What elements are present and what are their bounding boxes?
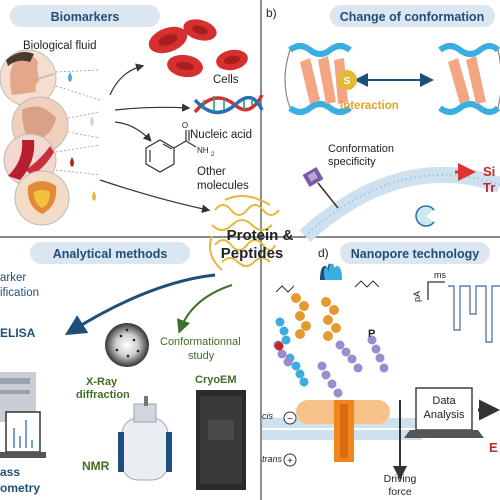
- data-analysis-laptop-icon: [404, 387, 484, 438]
- other-molecules-label-2: molecules: [197, 180, 249, 192]
- conformational-study-label-1: Conformationnal: [160, 336, 241, 348]
- center-title-line-1: Protein &: [227, 227, 294, 244]
- molecule-structure-icon: [145, 130, 197, 173]
- analytical-title: Analytical methods: [53, 247, 168, 261]
- blood-drop-icon: [70, 157, 74, 167]
- cis-electrode-icon: [283, 411, 297, 425]
- plus-sign: +: [287, 456, 293, 467]
- cryoem-microscope-icon: [196, 390, 246, 490]
- mass-spec-label-2: ometry: [0, 481, 40, 495]
- xray-diffraction-pattern-icon: [105, 323, 149, 367]
- conformational-arrow: [176, 284, 233, 334]
- gloved-hands-icon: [320, 263, 342, 280]
- current-axis-label: pA: [412, 291, 422, 302]
- ligand-s-label: S: [344, 76, 351, 87]
- driving-force-label-1: Driving: [384, 473, 417, 485]
- biological-fluid-label: Biological fluid: [23, 40, 97, 52]
- oxygen-atom-label: O: [182, 121, 188, 130]
- current-trace: [448, 285, 500, 343]
- biomarkers-title: Biomarkers: [51, 10, 120, 24]
- nanopore-title-pill: [340, 242, 490, 264]
- nmr-label: NMR: [82, 459, 110, 473]
- phosphate-label: P: [368, 328, 375, 340]
- elisa-arrow: [64, 273, 216, 336]
- urine-drop-icon: [92, 191, 96, 201]
- truncated-output-label: E: [489, 440, 498, 455]
- center-title-line-2: Peptides: [221, 245, 284, 262]
- sweat-drop-icon: [90, 116, 94, 126]
- dna-helix-icon: [193, 94, 264, 115]
- amino-acid-chain-icon: [273, 280, 389, 398]
- elisa-label: ELISA: [0, 326, 36, 340]
- probe-icon: [302, 166, 324, 188]
- panel-conformation: b) Change of conformation S Interaction …: [266, 5, 500, 242]
- trans-label: trans: [262, 454, 283, 464]
- nanopore-title: Nanopore technology: [351, 247, 480, 261]
- nanopore-icon: [296, 400, 390, 462]
- sensor-membrane-arc: [299, 166, 500, 242]
- analytical-title-pill: [30, 242, 190, 264]
- saliva-source-icon: [0, 49, 57, 107]
- interaction-label: Interaction: [340, 100, 399, 112]
- data-analysis-label-1: Data: [432, 395, 456, 407]
- protein-state-2-icon: [438, 43, 500, 115]
- conformational-study-label-2: study: [188, 350, 215, 362]
- marker-quantification-label-1: arker: [0, 272, 26, 284]
- urine-source-icon: [14, 170, 70, 226]
- probe-stick: [317, 182, 339, 209]
- panel-biomarkers: Biomarkers Biological fluid: [0, 5, 264, 226]
- category-arrows: [99, 63, 211, 213]
- trans-electrode-icon: [283, 453, 297, 467]
- nmr-spectrometer-icon: [118, 396, 172, 481]
- signal-label-2: Tr: [483, 180, 495, 195]
- saliva-drop-icon: [68, 72, 72, 82]
- panel-analytical: Analytical methods arker ification ELISA…: [0, 242, 246, 495]
- red-blood-cells-icon: [148, 19, 248, 78]
- biomarkers-title-pill: [10, 5, 160, 27]
- panel-d-letter: d): [318, 246, 329, 260]
- signal-label-1: Si: [483, 164, 495, 179]
- conformation-title-pill: [330, 5, 495, 27]
- ligand-s-icon: [337, 70, 357, 90]
- mass-spec-label-1: ass: [0, 465, 20, 479]
- cis-label: cis: [262, 411, 273, 421]
- amide-subscript: 2: [211, 152, 215, 158]
- panel-b-letter: b): [266, 6, 277, 20]
- conformation-title: Change of conformation: [340, 10, 484, 24]
- xray-label-1: X-Ray: [86, 376, 118, 388]
- protein-structure-icon: [209, 195, 280, 271]
- source-dotted-lines: [55, 69, 101, 176]
- xray-label-2: diffraction: [76, 389, 130, 401]
- amide-label: NH: [197, 146, 209, 155]
- laptop-spectrum-icon: [0, 411, 46, 458]
- scale-bar: [427, 281, 445, 300]
- cells-label: Cells: [213, 74, 239, 86]
- minus-sign: −: [287, 414, 293, 425]
- nucleic-acid-label: Nucleic acid: [190, 129, 252, 141]
- panel-nanopore: d) Nanopore technology: [262, 242, 500, 498]
- data-analysis-label-2: Analysis: [424, 409, 465, 421]
- marker-quantification-label-2: ification: [0, 287, 39, 299]
- conformation-specificity-label-1: Conformation: [328, 143, 394, 155]
- time-axis-label: ms: [434, 270, 446, 280]
- pacman-protein-icon: [415, 205, 440, 227]
- center-protein: Protein & Peptides: [209, 195, 294, 271]
- other-molecules-label-1: Other: [197, 166, 226, 178]
- driving-force-label-2: force: [388, 486, 412, 498]
- cryoem-label: CryoEM: [195, 374, 237, 386]
- conformation-specificity-label-2: specificity: [328, 156, 376, 168]
